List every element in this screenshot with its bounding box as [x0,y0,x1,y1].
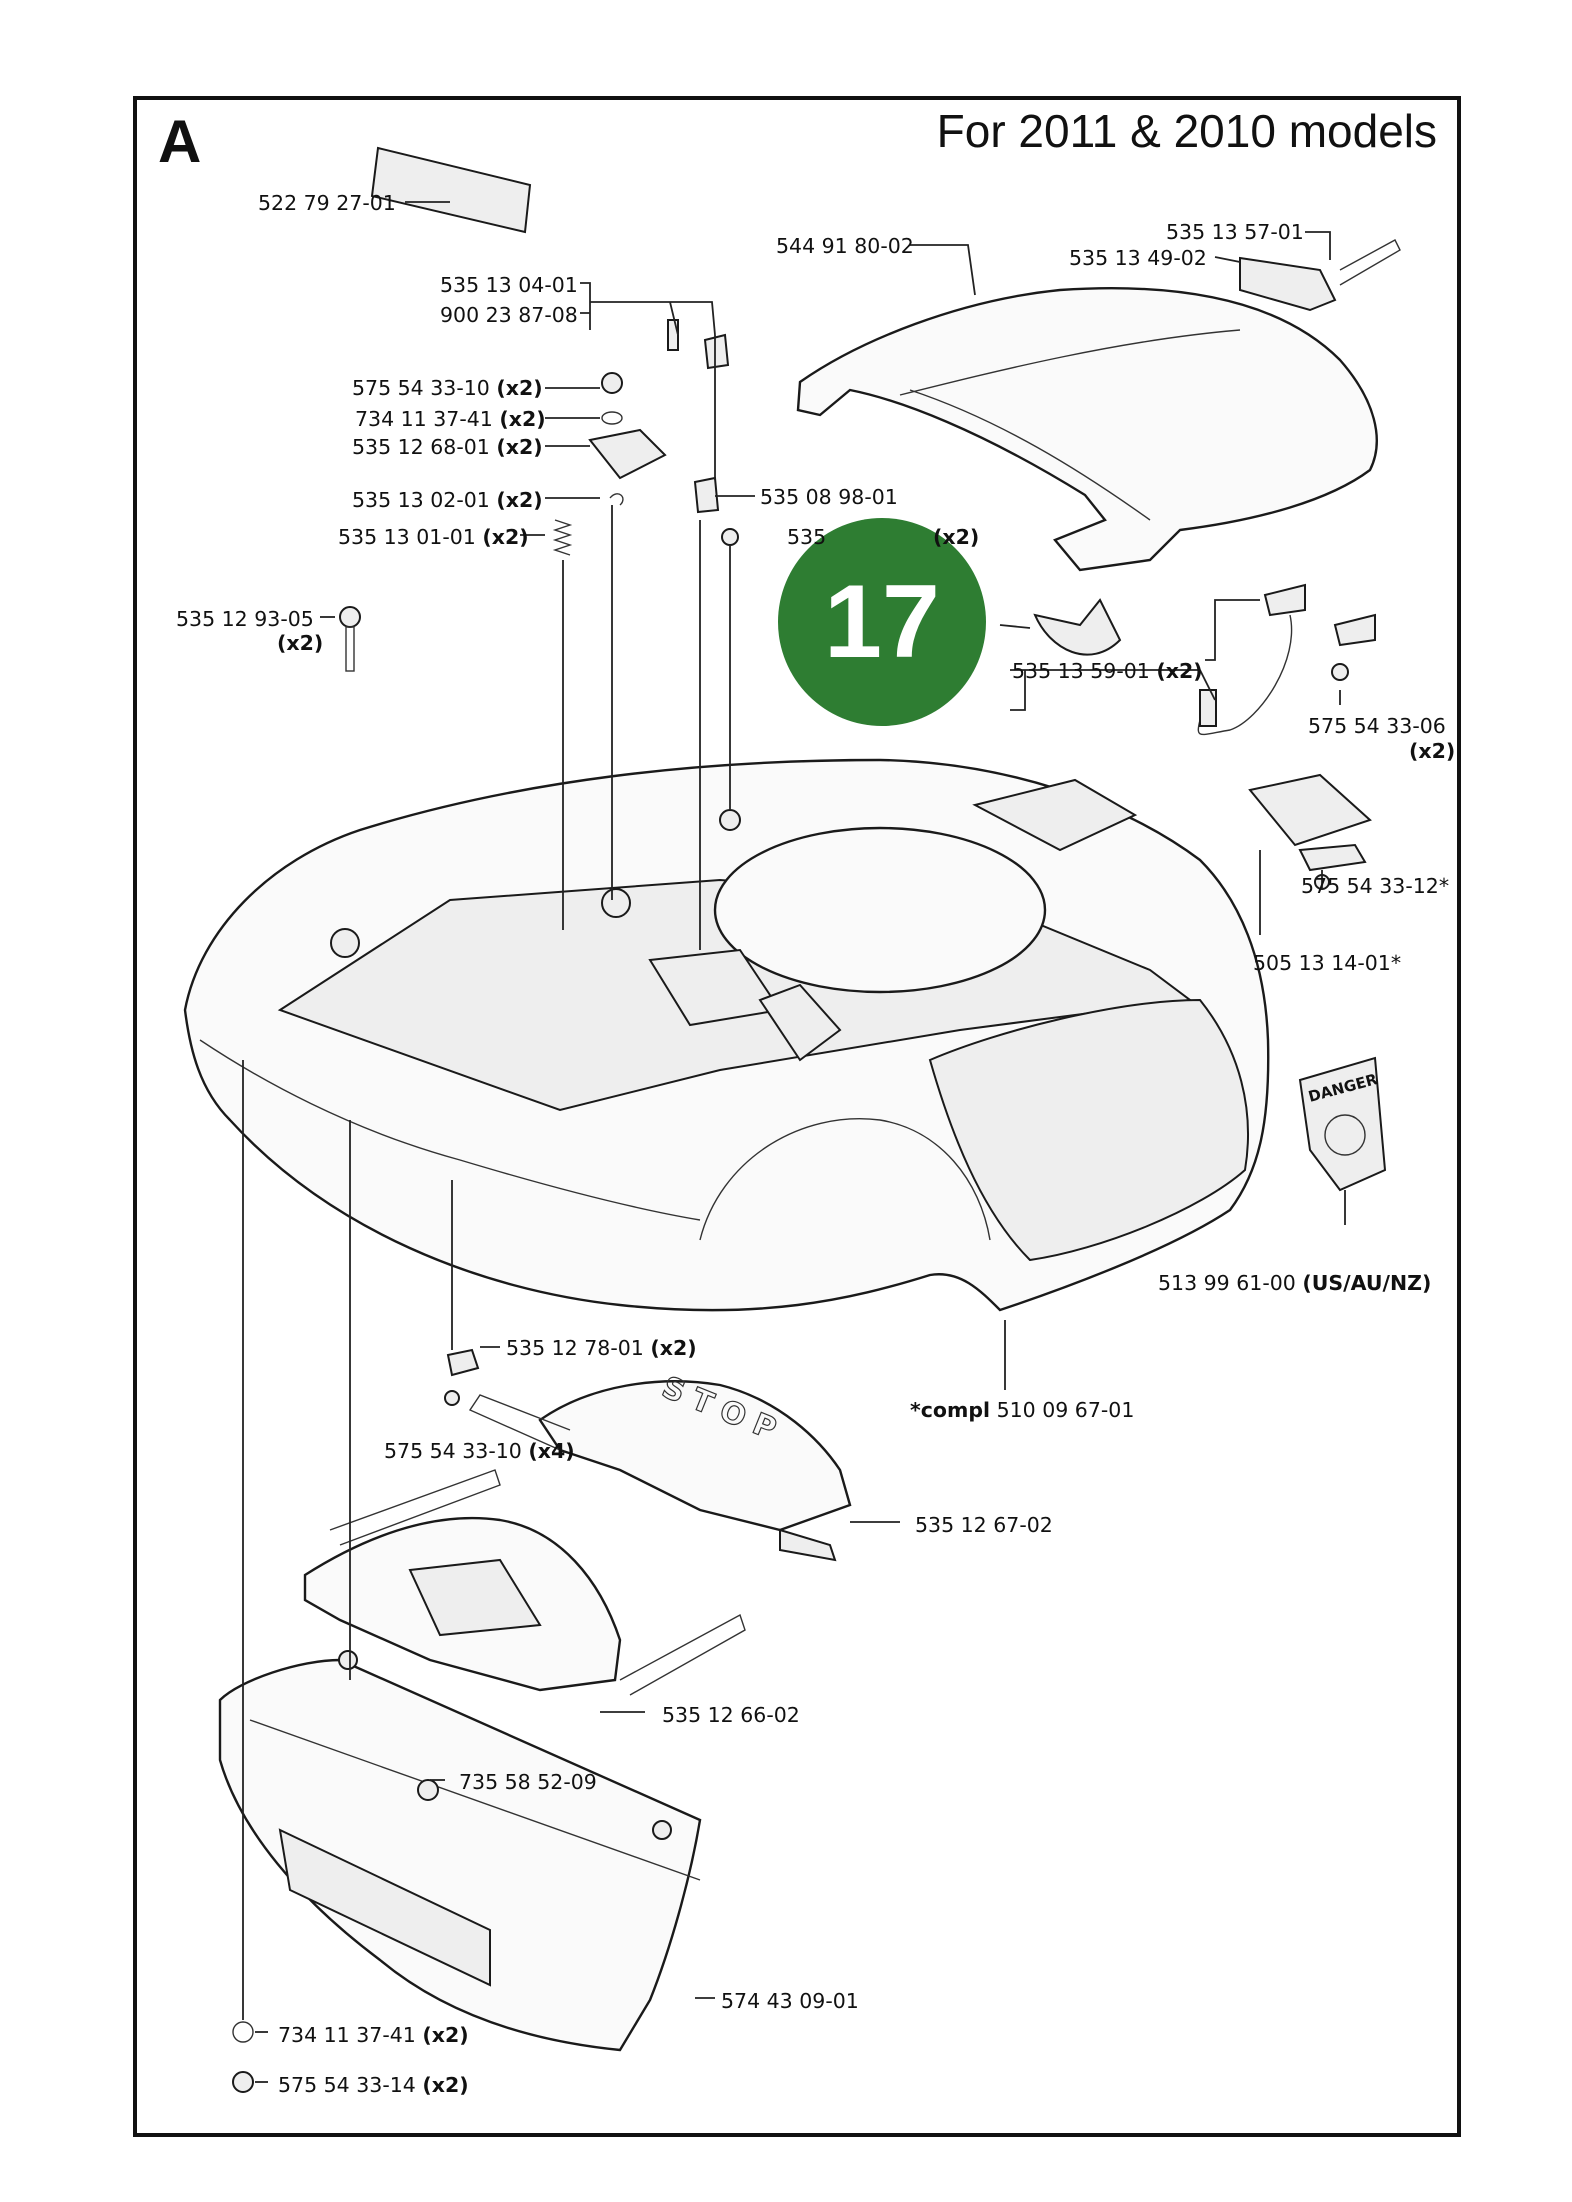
callout-535-12-93-05: 535 12 93-05 [176,607,314,631]
cover-hinge-arm [1033,598,1122,656]
boss-mid [601,888,631,918]
callout-575-54-33-10-x2: 575 54 33-10 (x2) [352,376,543,400]
callout-575-54-33-14: 575 54 33-14 (x2) [278,2073,469,2097]
callout-535-08-98-01: 535 08 98-01 [760,485,898,509]
callout-575-54-33-12: 575 54 33-12* [1301,874,1450,898]
section-letter: A [158,108,202,175]
mount-bracket-1 [1263,583,1306,617]
stop-cover-tab [779,1528,837,1562]
callout-535-13-57-01: 535 13 57-01 [1166,220,1304,244]
warning-decal [370,146,532,234]
callout-535-12-78-01: 535 12 78-01 (x2) [506,1336,697,1360]
hinge-bar [1239,256,1337,312]
bumper-clip [417,1779,439,1801]
hinge-block [758,983,842,1062]
compression-spring [552,519,573,556]
body-front-lip [199,1039,701,1221]
screw-head-6 [232,2071,254,2093]
callout-575-54-33-10-x4: 575 54 33-10 (x4) [384,1439,575,1463]
callout-535-13-01-01: 535 13 01-01 (x2) [338,525,529,549]
callout-535-partial-qty: (x2) [933,525,980,549]
stop-cover-arm [468,1394,571,1451]
bumper-top-rail [249,1719,701,1881]
callout-734-11-37-41-x2-bottom: 734 11 37-41 (x2) [278,2023,469,2047]
callout-535-12-66-02: 535 12 66-02 [662,1703,800,1727]
washer-1 [601,411,623,425]
screw-head-3 [1331,663,1349,681]
boss-left [330,928,360,958]
display-window [408,1558,542,1637]
callout-535-13-49-02: 535 13 49-02 [1069,246,1207,270]
body-wheel-arch [699,1118,991,1241]
screw-head-1 [601,372,623,394]
battery-opening [713,826,1047,994]
diagram-frame [133,96,1461,2137]
cable-tie [667,319,679,351]
callout-735-58-52-09: 735 58 52-09 [459,1770,597,1794]
long-screw-shank [345,626,355,672]
display-rail-right [619,1613,746,1696]
callout-535-13-02-01: 535 13 02-01 (x2) [352,488,543,512]
body-side-panel [928,998,1249,1262]
keypad-bracket [1298,843,1367,872]
callout-535-12-67-02: 535 12 67-02 [915,1513,1053,1537]
callout-510-09-67-01: *compl 510 09 67-01 [910,1398,1135,1422]
top-cover-ridge [909,389,1151,521]
bumper-boss-2 [652,1820,672,1840]
display-lid [972,778,1138,852]
keypad [1248,773,1372,847]
bumper-grille [278,1828,491,1987]
diagram-title: For 2011 & 2010 models [936,105,1437,157]
leader-lines [242,201,1346,2083]
mount-bracket-2 [1333,613,1376,647]
sensor-plug [1199,689,1217,727]
top-cover-panel [899,329,1241,396]
callout-535-partial: 535 [787,525,827,549]
callout-900-23-87-08: 900 23 87-08 [440,303,578,327]
callout-544-91-80-02: 544 91 80-02 [776,234,914,258]
callout-535-13-59-01: 535 13 59-01 (x2) [1012,659,1203,683]
top-cover [796,287,1378,572]
screw-head-2 [721,528,739,546]
boss-right [719,809,741,831]
stop-cover [538,1380,852,1532]
danger-label [1298,1056,1387,1192]
callout-535-13-04-01: 535 13 04-01 [440,273,578,297]
callout-734-11-37-41-x2-top: 734 11 37-41 (x2) [355,407,546,431]
hinge-spring [1339,239,1401,286]
spring-hook [609,493,624,506]
callout-522-79-27-01: 522 79 27-01 [258,191,396,215]
bumper-boss-1 [338,1650,358,1670]
hook-part [693,476,720,514]
long-screw-head [339,606,361,628]
washer-2 [232,2021,254,2043]
hinge-link [446,1348,480,1377]
cable-clip [703,333,730,370]
callout-574-43-09-01: 574 43 09-01 [721,1989,859,2013]
latch-plate [588,428,667,480]
callout-575-54-33-06: 575 54 33-06 [1308,714,1446,738]
danger-label-icon [1324,1114,1366,1156]
display-rail-left [329,1469,501,1546]
callout-513-99-61-00: 513 99 61-00 (US/AU/NZ) [1158,1271,1432,1295]
callout-535-12-68-01: 535 12 68-01 (x2) [352,435,543,459]
page-number-badge: 17 [778,518,986,726]
callout-535-12-93-05-qty: (x2) [277,631,324,655]
callout-575-54-33-06-qty: (x2) [1409,739,1456,763]
callout-505-13-14-01: 505 13 14-01* [1253,951,1402,975]
screw-head-5 [444,1390,460,1406]
wire-harness [1197,614,1293,736]
